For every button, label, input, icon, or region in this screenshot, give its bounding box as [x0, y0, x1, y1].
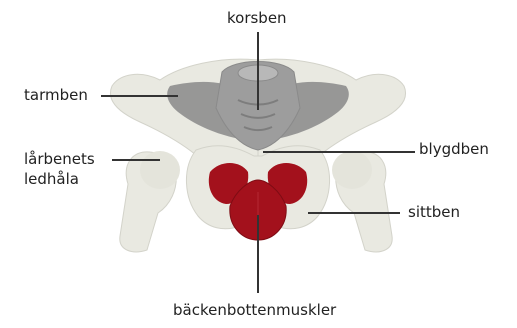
- label-larbenets-line1: lårbenets: [24, 150, 95, 169]
- label-backenbotten: bäckenbottenmuskler: [173, 301, 336, 320]
- label-tarmben: tarmben: [24, 86, 88, 105]
- left-femur: [120, 151, 180, 252]
- label-larbenets-line2: ledhåla: [24, 170, 79, 189]
- label-blygdben: blygdben: [419, 140, 489, 159]
- label-korsben: korsben: [227, 9, 287, 28]
- label-sittben: sittben: [408, 203, 460, 222]
- right-femur: [332, 151, 392, 252]
